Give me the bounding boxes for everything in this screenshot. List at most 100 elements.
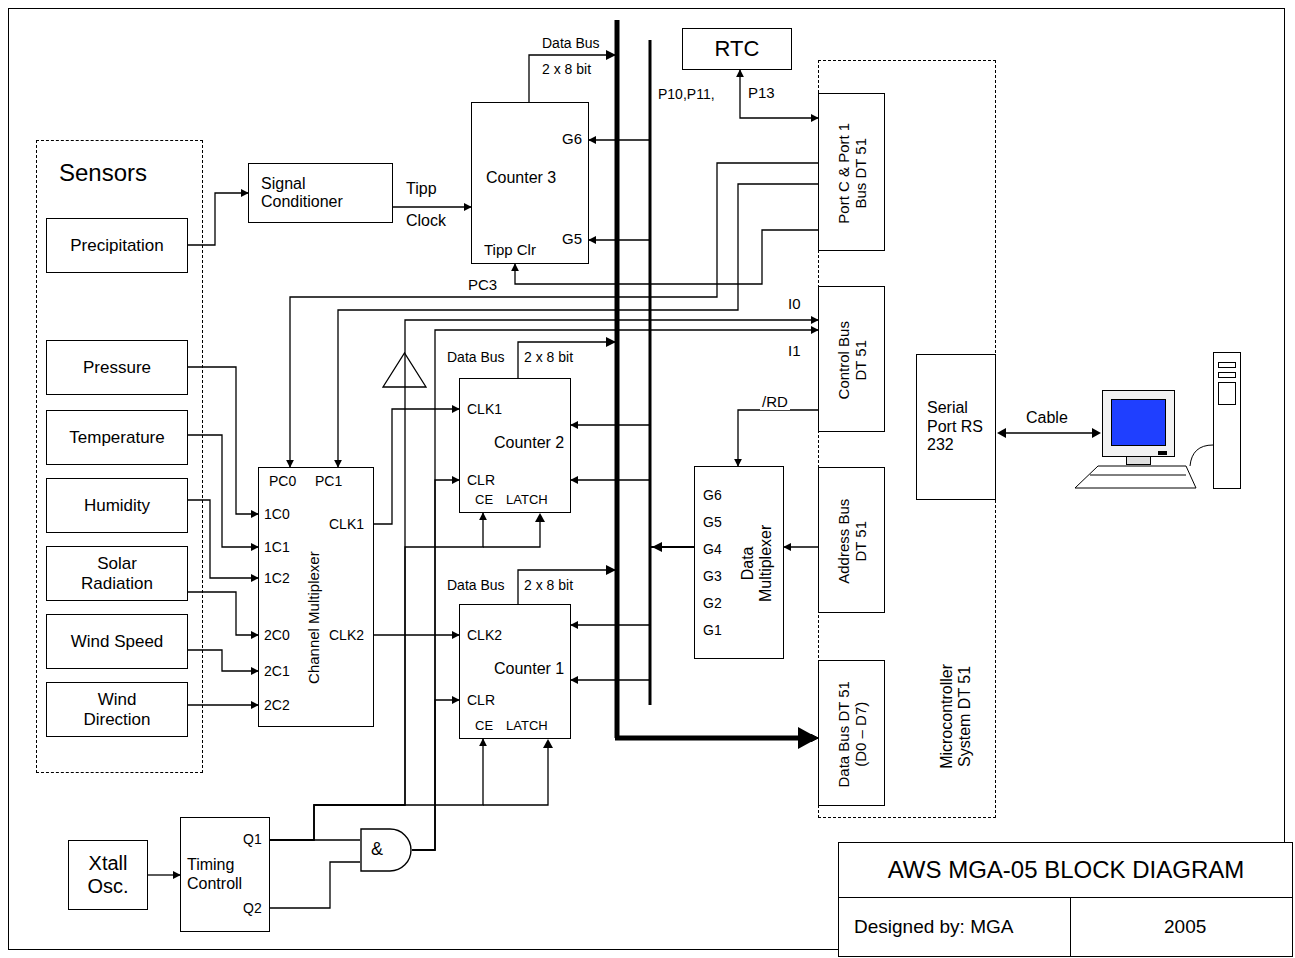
node-label: Temperature [47, 428, 187, 448]
signal-wire [148, 874, 180, 875]
counter-box: Counter 1CLK2CLRCELATCH [459, 604, 571, 739]
pin-label: G5 [562, 230, 582, 247]
signal-wire [571, 480, 694, 547]
signal-wire [188, 704, 258, 705]
signal-wire [412, 700, 459, 850]
signal-wire [188, 650, 258, 671]
signal-label: 2 x 8 bit [522, 349, 575, 365]
wire-label: I0 [786, 295, 803, 312]
title-block [838, 843, 1293, 958]
signal-wire [784, 546, 818, 547]
pin-label: G4 [703, 541, 722, 557]
signal-wire [571, 425, 694, 547]
pin-label: G6 [562, 130, 582, 147]
rtc-box: RTC [682, 28, 792, 70]
signal-wire [270, 862, 360, 908]
signal-label: 2 x 8 bit [540, 61, 593, 77]
wire-label: I1 [786, 342, 803, 359]
diagram-title: AWS MGA-05 BLOCK DIAGRAM [844, 856, 1288, 884]
pin-label: Q2 [243, 900, 262, 916]
node-label: Xtall Osc. [69, 852, 147, 898]
port-box: Control Bus DT 51 [818, 286, 885, 432]
pin-label: CE [475, 719, 493, 734]
pin-label: PC1 [315, 473, 342, 489]
node-label: Counter 3 [486, 169, 556, 187]
node-label: Serial Port RS 232 [927, 399, 987, 454]
node-label: Humidity [47, 496, 187, 516]
node-label: Signal Conditioner [261, 175, 373, 212]
select-bus-line [650, 40, 662, 705]
pin-label: LATCH [506, 719, 548, 734]
sensor-box: Solar Radiation [46, 546, 188, 601]
cable-line [997, 428, 1101, 438]
node-label: Precipitation [47, 236, 187, 256]
port-box: Port C & Port 1 Bus DT 51 [818, 93, 885, 251]
multiplexer-box: Channel MultiplexerPC0PC11C01C11C22C02C1… [258, 467, 374, 727]
node-label: RTC [683, 36, 791, 61]
wire-label: /RD [760, 393, 790, 410]
signal-wire [589, 140, 694, 547]
node-label: Wind Direction [70, 690, 165, 729]
sensor-box: Temperature [46, 410, 188, 465]
pin-label: 1C1 [264, 539, 290, 555]
signal-wire [589, 240, 694, 547]
signal-label: Clock [404, 212, 448, 230]
signal-wire [188, 500, 258, 578]
signal-label: Data Bus [445, 349, 507, 365]
node-label: Counter 2 [494, 434, 564, 452]
sensor-box: Wind Direction [46, 682, 188, 737]
pin-label: Q1 [243, 831, 262, 847]
pin-label: 1C0 [264, 506, 290, 522]
and-gate: & [360, 828, 412, 872]
signal-wire [374, 409, 459, 524]
wire-label: PC3 [466, 276, 499, 293]
title-block-cell: 2005 [1162, 916, 1208, 938]
pin-label: CE [475, 493, 493, 508]
node-label: Control Bus DT 51 [835, 313, 870, 408]
counter-box: Counter 2CLK1CLRCELATCH [459, 378, 571, 513]
node-label: Pressure [47, 358, 187, 378]
pin-label: G6 [703, 487, 722, 503]
sensor-group: SensorsPrecipitationPressureTemperatureH… [36, 140, 203, 773]
signal-wire [188, 592, 258, 635]
signal-wire [374, 634, 459, 635]
pin-label: G2 [703, 595, 722, 611]
node-label: Data Multiplexer [739, 513, 776, 613]
sensor-box: Wind Speed [46, 614, 188, 669]
pin-label: CLK2 [467, 627, 502, 643]
pin-label: G1 [703, 622, 722, 638]
pin-label: G3 [703, 568, 722, 584]
node-label: Timing Controll [187, 856, 265, 893]
pin-label: CLR [467, 472, 495, 488]
signal-wire [188, 193, 248, 245]
timing-box: Timing Controll Q1Q2 [180, 817, 270, 932]
signal-wire [412, 330, 818, 850]
counter-box: Counter 3 G6G5Tipp Clr [471, 102, 589, 264]
signal-label: Tipp [404, 180, 439, 198]
gate-outline [360, 828, 412, 872]
signal-wire [738, 410, 818, 466]
title-block-cell: Designed by: MGA [852, 916, 1015, 938]
pin-label: Tipp Clr [484, 241, 536, 258]
node-label: Wind Speed [47, 632, 187, 652]
signal-wire [270, 739, 483, 840]
computer-illustration [1075, 353, 1241, 489]
signal-wire [740, 70, 818, 118]
signal-wire [571, 547, 694, 680]
pin-label: 2C0 [264, 627, 290, 643]
node-label: Port C & Port 1 Bus DT 51 [835, 113, 870, 233]
pin-label: PC0 [269, 473, 296, 489]
pin-label: G5 [703, 514, 722, 530]
port-box: Address Bus DT 51 [818, 467, 885, 613]
wire-label: P13 [746, 84, 777, 101]
node-label: Sensors [59, 159, 147, 187]
node-label: Channel Multiplexer [305, 518, 322, 718]
signal-wire [393, 206, 471, 207]
sensor-box: Pressure [46, 340, 188, 395]
signal-label: Data Bus [540, 35, 602, 51]
microcontroller-group: Microcontroller System DT 51Port C & Por… [818, 60, 996, 818]
sensor-box: Humidity [46, 478, 188, 533]
pin-label: 2C1 [264, 663, 290, 679]
